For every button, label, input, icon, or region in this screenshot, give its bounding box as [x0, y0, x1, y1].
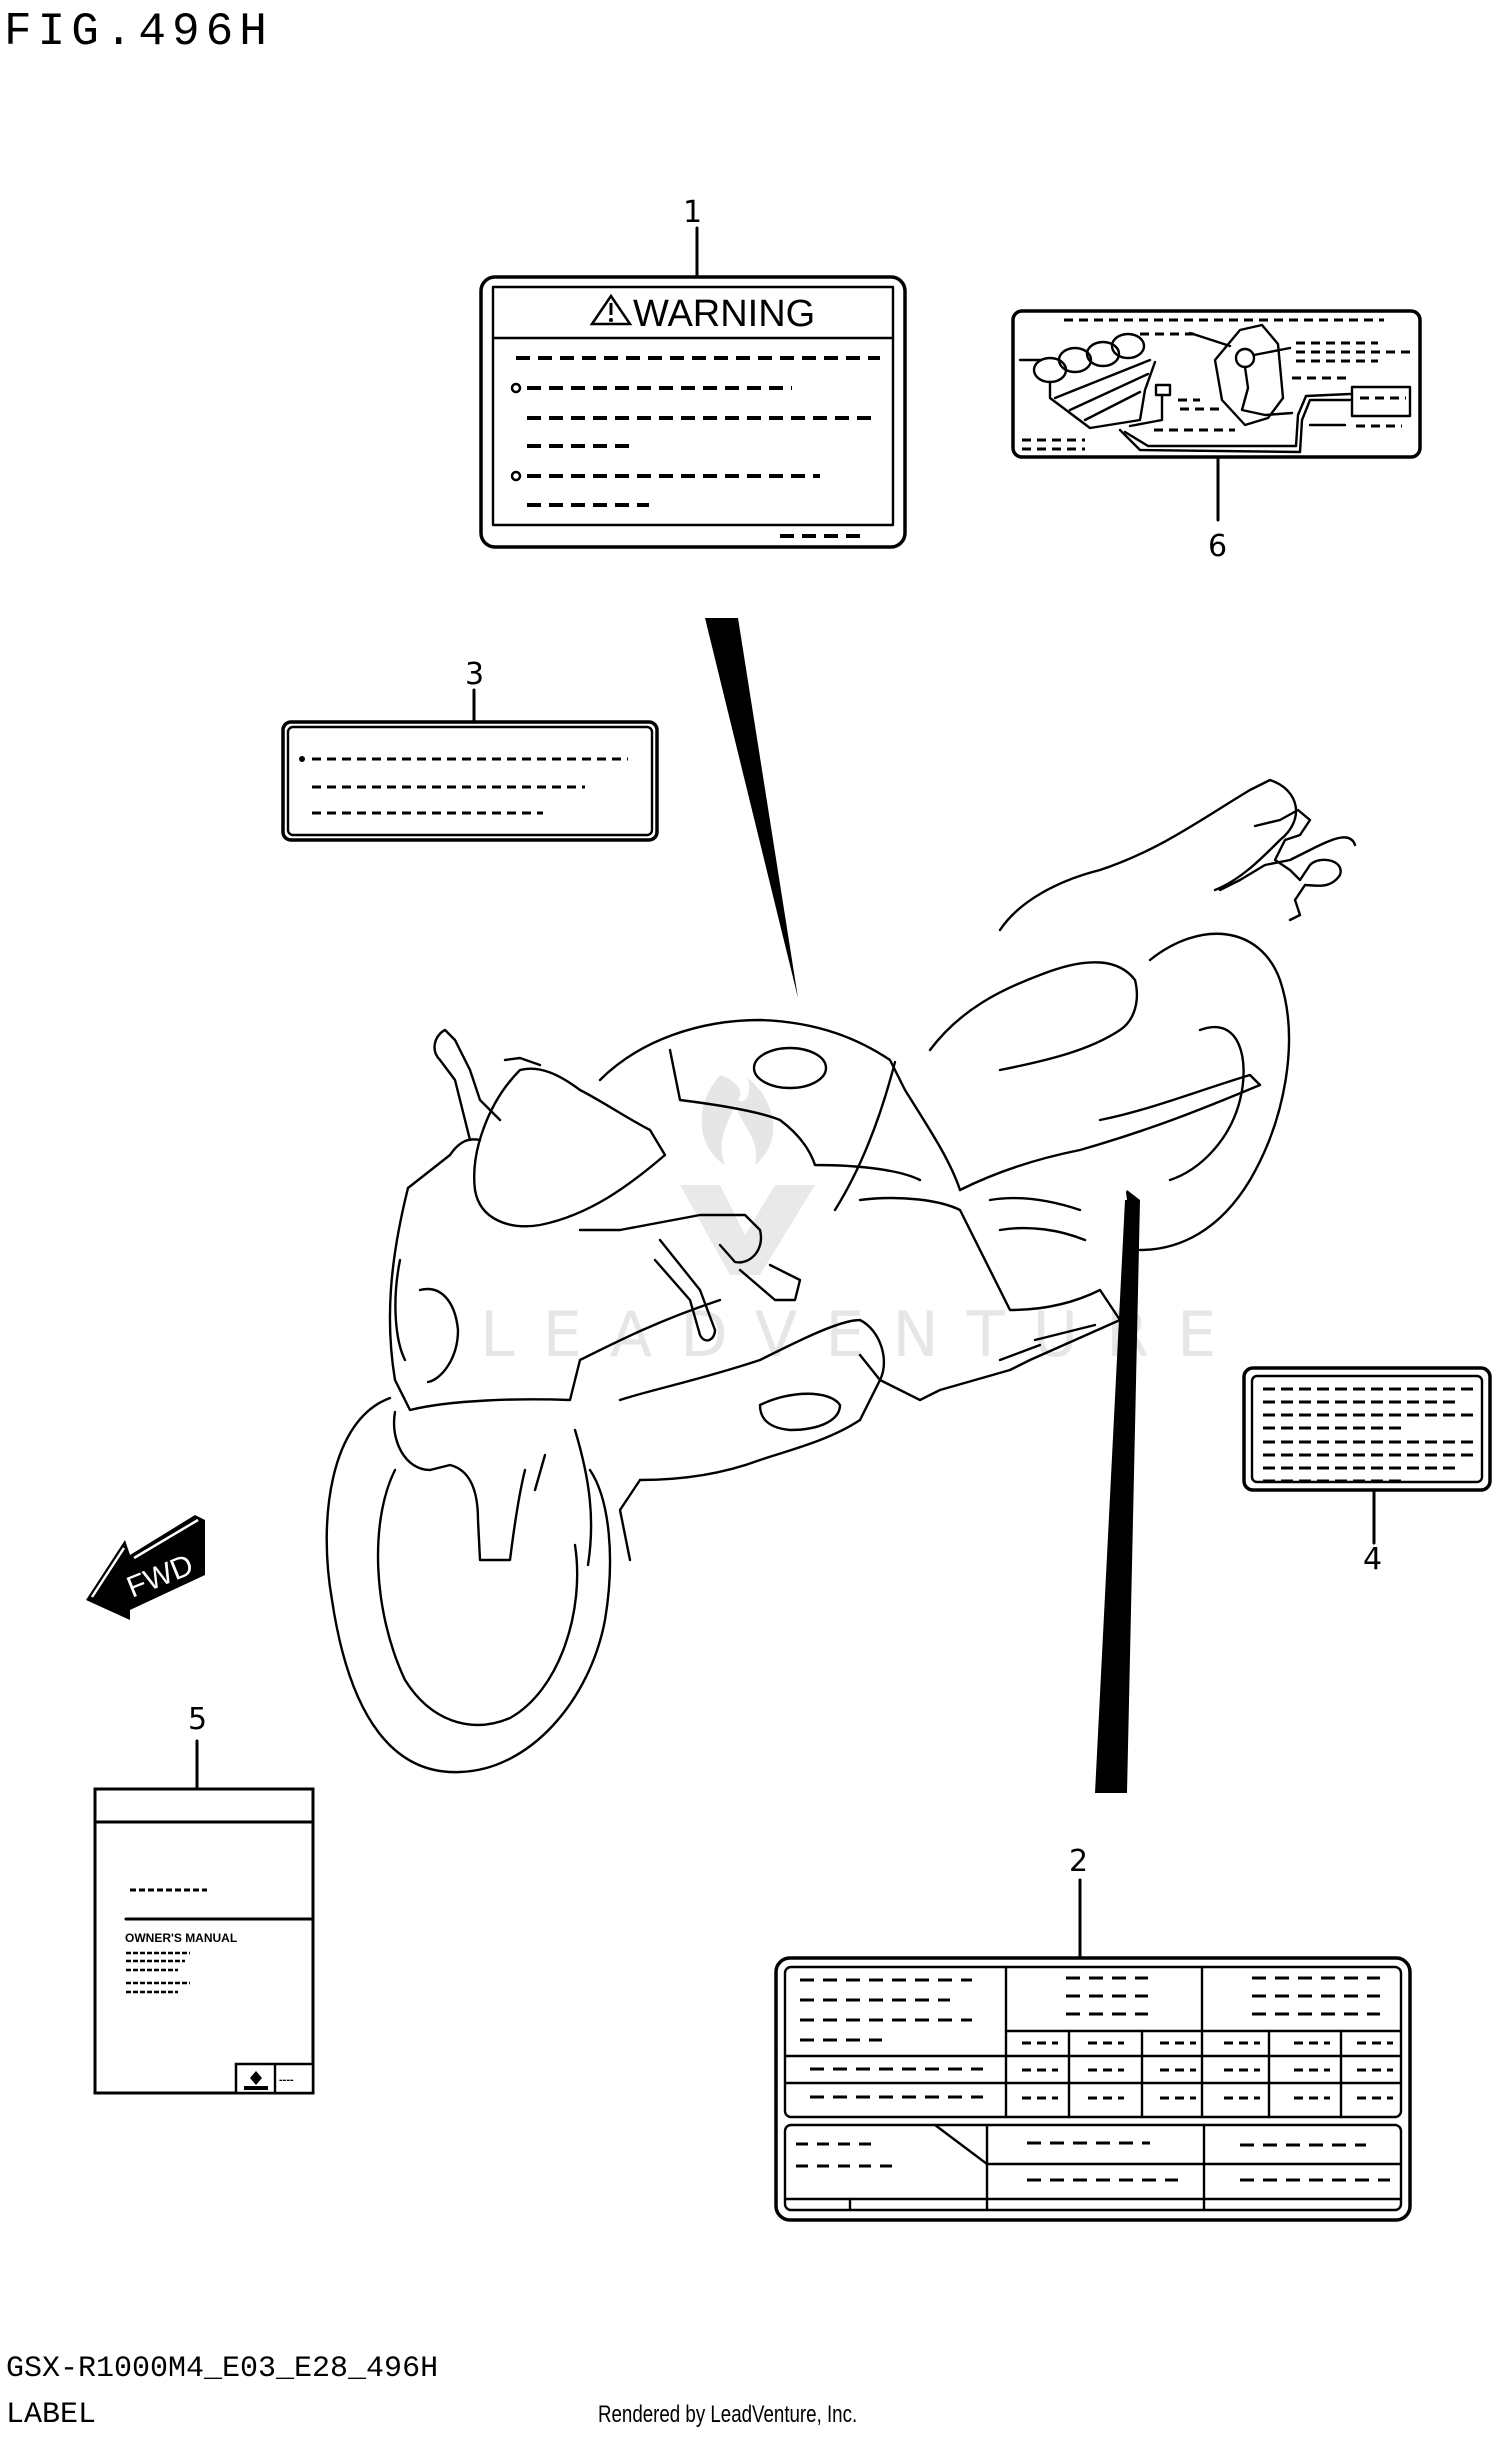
suzuki-logo-icon [244, 2071, 268, 2090]
callout-4-information-label[interactable]: 4 [1242, 1366, 1492, 1577]
callout-number-4: 4 [1363, 1542, 1382, 1577]
callout-1-warning-label[interactable]: 1 WARNING [479, 195, 907, 549]
callout-2-information-table-label[interactable]: 2 [774, 1844, 1412, 2222]
callout-5-owners-manual[interactable]: 5 OWNER'S MANUAL ---- [93, 1702, 315, 2095]
engine-throttle-body-icon [1018, 332, 1352, 454]
leadventure-watermark: LEADVENTURE [480, 1075, 1244, 1371]
callout-number-2: 2 [1069, 1844, 1088, 1879]
model-code: GSX-R1000M4_E03_E28_496H [6, 2352, 439, 2386]
callout-6-routing-label[interactable]: 6 [1011, 309, 1422, 564]
section-label: LABEL [6, 2398, 97, 2432]
owners-manual-code: ---- [279, 2074, 294, 2086]
callout-number-5: 5 [188, 1702, 207, 1737]
canister-icon [1188, 323, 1294, 427]
callout-3-caution-label[interactable]: 3 [281, 657, 659, 842]
owners-manual-title: OWNER'S MANUAL [125, 1931, 237, 1945]
pointer-wedge-1 [705, 618, 798, 998]
callout-number-6: 6 [1208, 529, 1227, 564]
watermark-text: LEADVENTURE [480, 1298, 1244, 1371]
warning-heading: WARNING [633, 293, 815, 335]
figure-title: FIG.496H [4, 6, 273, 58]
pointer-wedge-2 [1095, 1190, 1140, 1793]
render-credit: Rendered by LeadVenture, Inc. [598, 2401, 858, 2428]
callout-number-1: 1 [683, 195, 702, 230]
callout-number-3: 3 [465, 657, 484, 692]
warning-triangle-icon [589, 293, 633, 326]
motorcycle-illustration [325, 778, 1357, 1774]
